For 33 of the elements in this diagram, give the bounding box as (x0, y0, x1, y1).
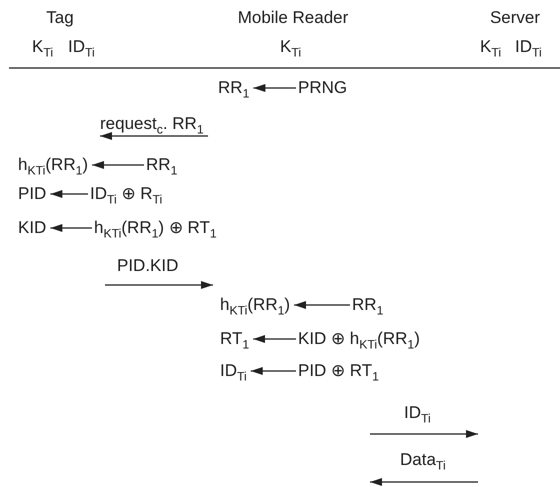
key-label: K$_{Ti}$ (32, 37, 54, 57)
arrow (50, 190, 88, 198)
arrow (250, 367, 296, 375)
key-label: ID$_{Ti}$ (515, 37, 542, 57)
key-label: ID$_{Ti}$ (68, 37, 95, 57)
expression-text: ID$_{Ti}$ (220, 361, 247, 381)
expression-text: PID (18, 184, 46, 204)
arrow (253, 335, 296, 343)
expression-text: h$_{KTi}$(RR$_{1}$) ⊕ RT$_{1}$ (94, 218, 217, 238)
message-label: PID.KID (117, 256, 178, 276)
arrow (92, 161, 144, 169)
party-heading: Server (490, 8, 540, 28)
expression-text: PID ⊕ RT$_{1}$ (298, 361, 379, 381)
key-label: K$_{Ti}$ (480, 37, 502, 57)
expression-text: RT$_{1}$ (220, 329, 250, 349)
key-label: K$_{Ti}$ (280, 37, 302, 57)
message-label: Data$_{Ti}$ (400, 450, 446, 470)
message-label: ID$_{Ti}$ (404, 403, 431, 423)
expression-text: ID$_{Ti}$ ⊕ R$_{Ti}$ (90, 184, 162, 204)
party-heading: Tag (46, 8, 74, 28)
arrow (50, 224, 92, 232)
arrow (294, 301, 350, 309)
message-label: request$_{c}$. RR$_{1}$ (100, 114, 204, 134)
party-heading: Mobile Reader (238, 8, 348, 28)
expression-text: RR$_{1}$ (146, 155, 178, 175)
arrow (253, 84, 296, 92)
expression-text: RR$_{1}$ (352, 295, 384, 315)
expression-text: KID ⊕ h$_{KTi}$(RR$_{1}$) (298, 329, 420, 349)
expression-text: h$_{KTi}$(RR$_{1}$) (220, 295, 290, 315)
expression-text: KID (18, 218, 46, 238)
expression-text: RR$_{1}$ (218, 78, 250, 98)
expression-text: PRNG (298, 78, 348, 98)
expression-text: h$_{KTi}$(RR$_{1}$) (18, 155, 88, 175)
